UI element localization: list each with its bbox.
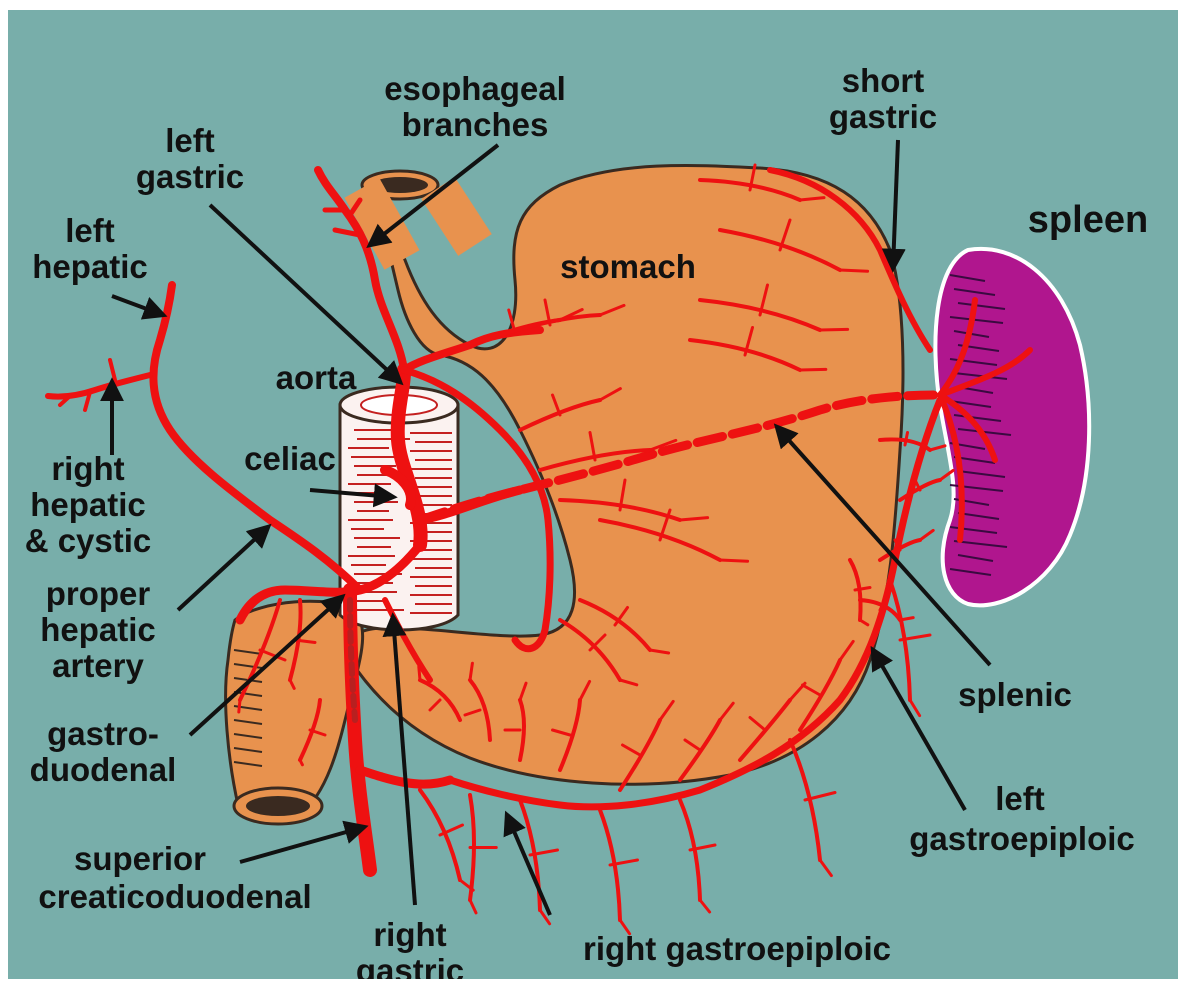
label-proper-hepatic-line2: hepatic bbox=[40, 611, 156, 648]
label-esophageal-line1: esophageal bbox=[384, 70, 566, 107]
label-esophageal-line2: branches bbox=[402, 106, 549, 143]
label-gastroduodenal-line2: duodenal bbox=[30, 751, 177, 788]
label-aorta: aorta bbox=[276, 359, 357, 396]
label-left-gastric-line1: left bbox=[165, 122, 215, 159]
artery-twig-tip bbox=[820, 329, 848, 330]
label-left-hepatic-line1: left bbox=[65, 212, 115, 249]
label-right-gastric-line1: right bbox=[373, 916, 446, 953]
label-right-hepatic-line2: hepatic bbox=[30, 486, 146, 523]
label-right-gastric-line2: gastric bbox=[356, 952, 464, 979]
label-right-gastroepiploic: right gastroepiploic bbox=[583, 930, 891, 967]
label-right-hepatic-line1: right bbox=[51, 450, 124, 487]
artery-twig-tip bbox=[720, 560, 748, 561]
label-left-gastric-line2: gastric bbox=[136, 158, 244, 195]
label-right-hepatic-line3: & cystic bbox=[25, 522, 152, 559]
artery-twig-tip bbox=[239, 700, 240, 712]
artery-twig-tip bbox=[840, 270, 868, 271]
label-celiac: celiac bbox=[244, 440, 336, 477]
label-stomach: stomach bbox=[560, 248, 696, 285]
label-left-gastroepiploic-line1: left bbox=[995, 780, 1045, 817]
label-short-gastric-line2: gastric bbox=[829, 98, 937, 135]
label-proper-hepatic-line3: artery bbox=[52, 647, 144, 684]
label-superior-line2: creaticoduodenal bbox=[38, 878, 311, 915]
label-left-hepatic-line2: hepatic bbox=[32, 248, 148, 285]
label-splenic: splenic bbox=[958, 676, 1072, 713]
label-short-gastric-line1: short bbox=[842, 62, 925, 99]
label-spleen: spleen bbox=[1028, 199, 1148, 241]
label-gastroduodenal-line1: gastro- bbox=[47, 715, 159, 752]
artery-twig-tip bbox=[419, 667, 420, 680]
artery-twig-tip bbox=[800, 369, 826, 370]
label-left-gastroepiploic-line2: gastroepiploic bbox=[909, 820, 1135, 857]
label-superior-line1: superior bbox=[74, 840, 206, 877]
label-proper-hepatic-line1: proper bbox=[46, 575, 151, 612]
